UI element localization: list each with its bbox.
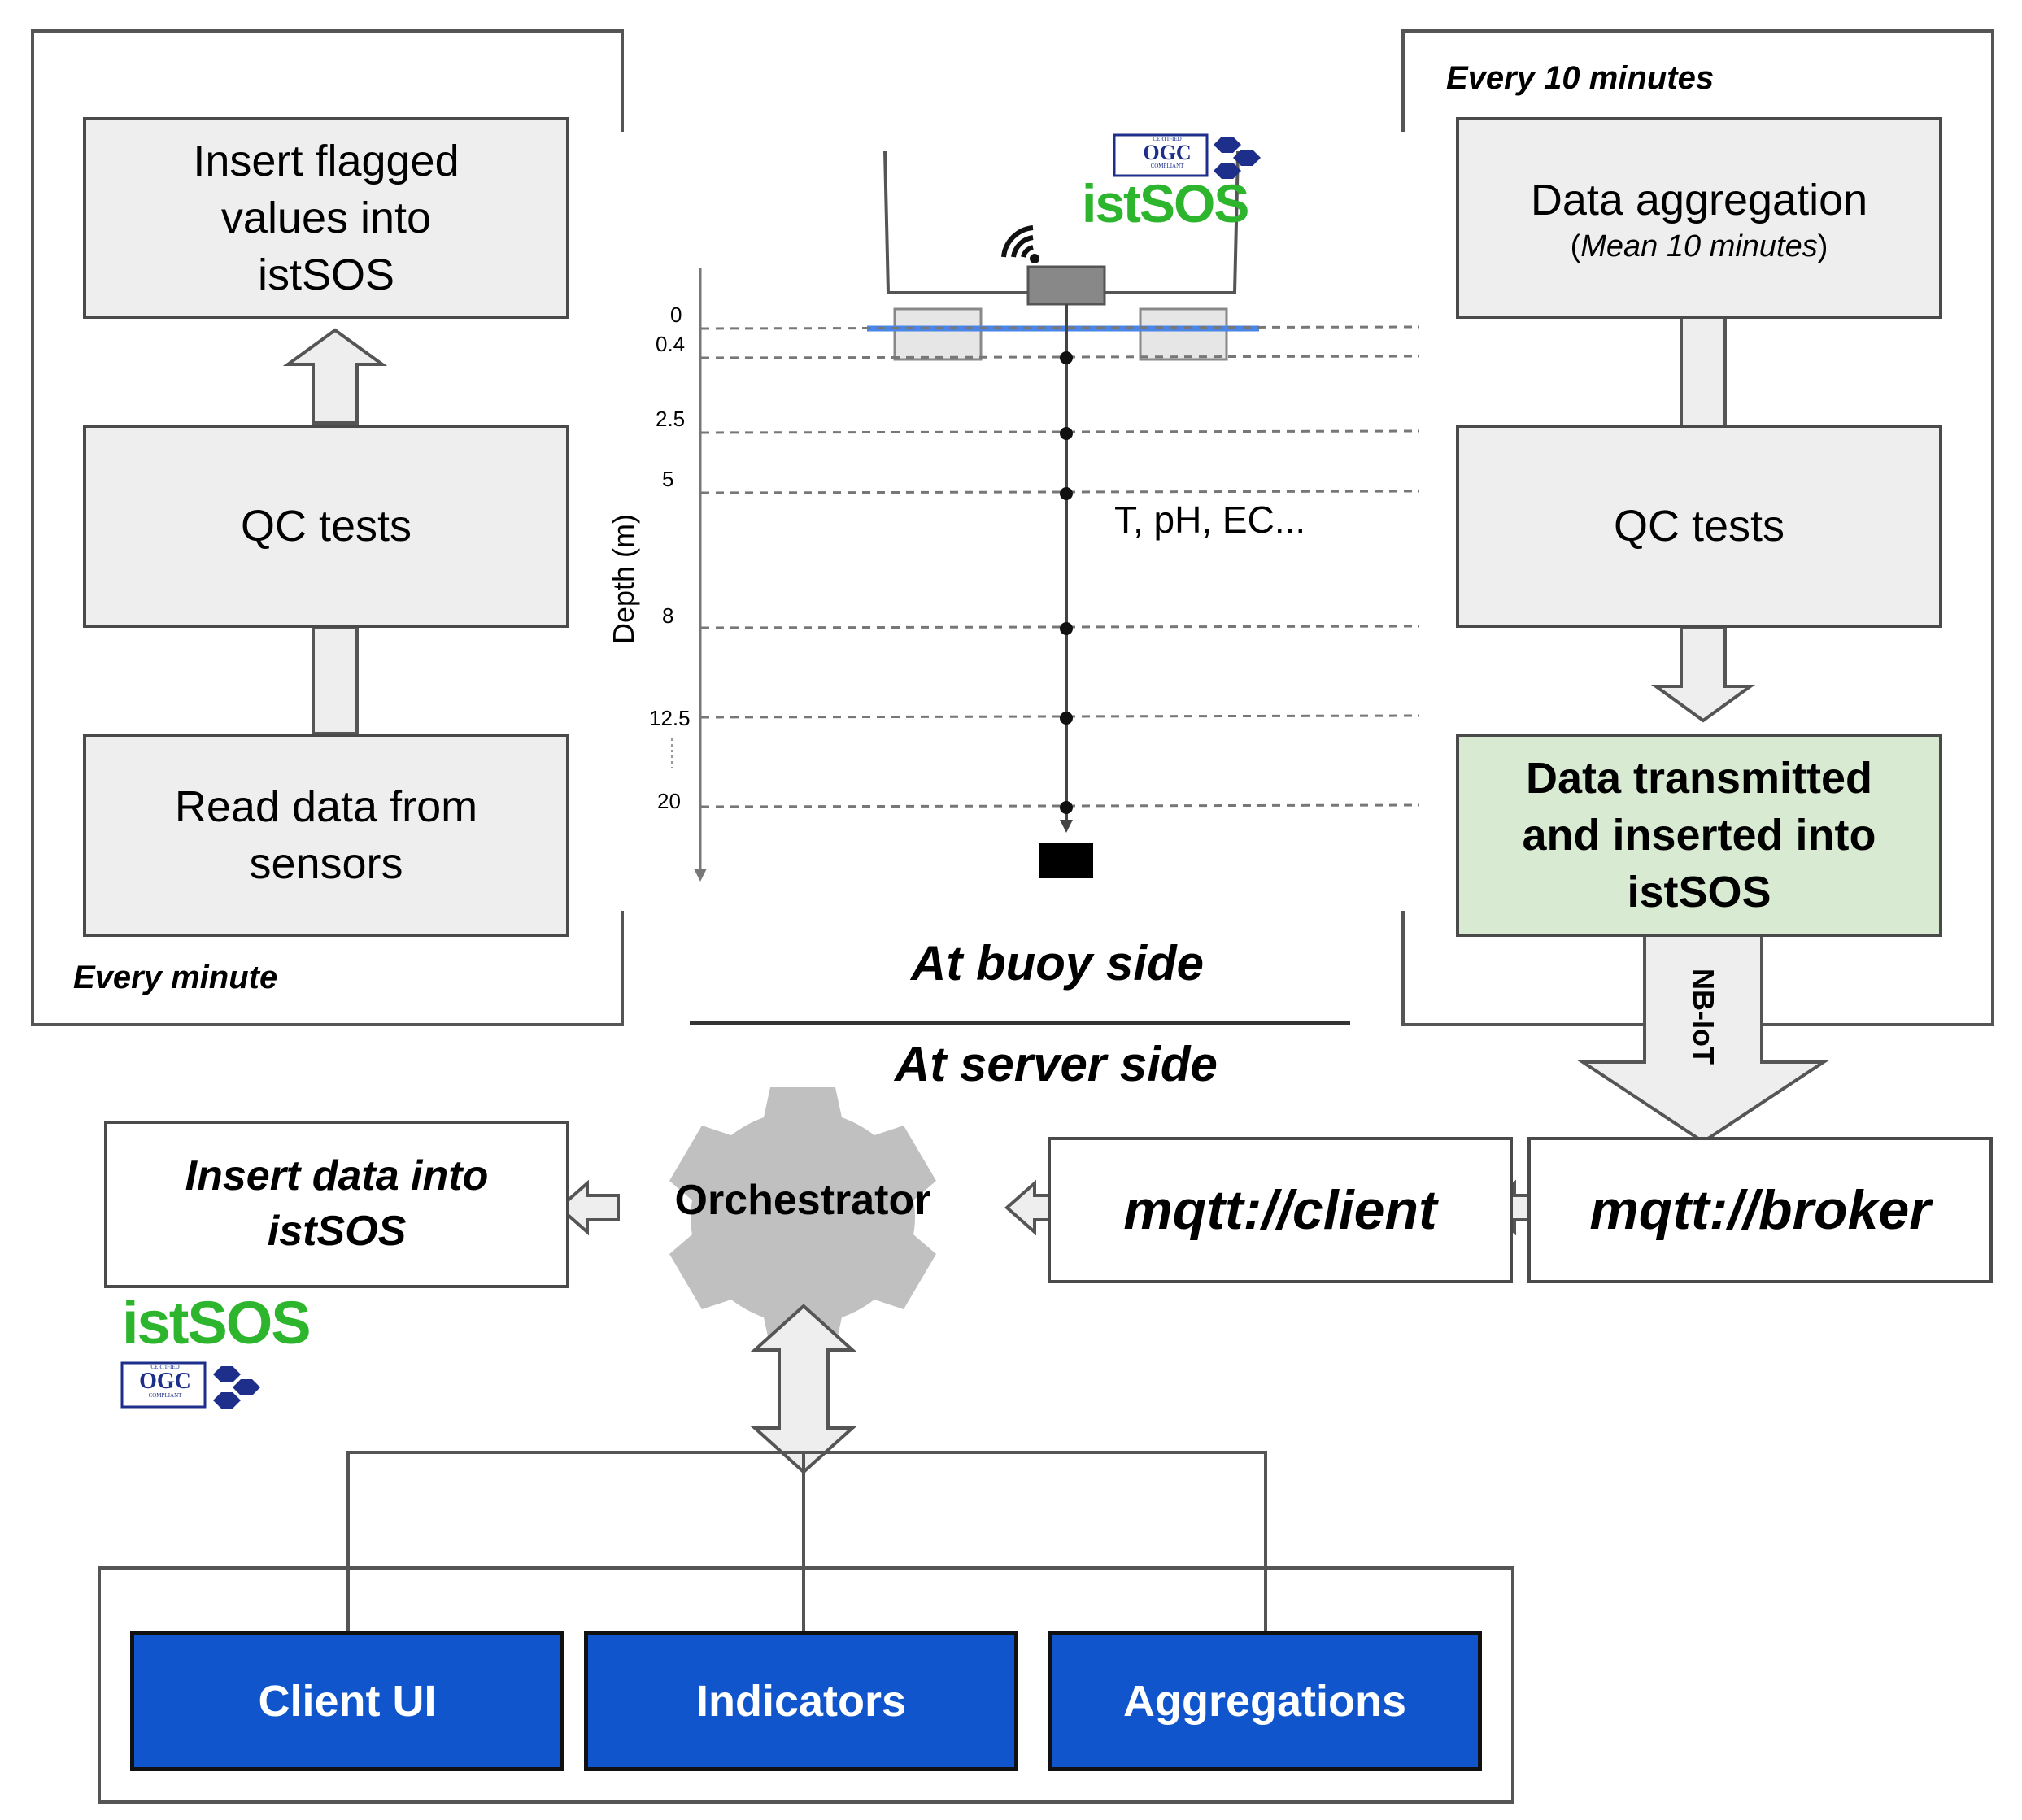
- qc-tests-right-box: QC tests: [1456, 425, 1942, 628]
- depth-tick-12-5: 12.5: [649, 706, 691, 730]
- module-client-ui: Client UI: [130, 1631, 564, 1771]
- gear-icon: [669, 1087, 936, 1348]
- ogc-logo-top: [1113, 133, 1261, 179]
- depth-tick-0-4: 0.4: [656, 332, 686, 356]
- depth-tick-8: 8: [662, 603, 674, 628]
- buoy-drawing: [671, 150, 1420, 882]
- connector-right: [1680, 316, 1727, 428]
- orchestrator-label: Orchestrator: [674, 1177, 931, 1224]
- ogc-logo-bottom: [120, 1361, 260, 1409]
- depth-axis-label: Depth (m): [607, 513, 640, 645]
- insert-flagged-box: Insert flagged values into istSOS: [83, 117, 569, 319]
- data-transmitted-label: Data transmitted and inserted into istSO…: [1522, 753, 1876, 917]
- qc-tests-left-box: QC tests: [83, 425, 569, 628]
- depth-tick-2-5: 2.5: [656, 407, 686, 431]
- nbiot-label: NB-IoT: [1687, 969, 1720, 1065]
- qc-tests-right-label: QC tests: [1613, 501, 1785, 551]
- insert-istsos-box: Insert data into istSOS: [104, 1121, 569, 1288]
- mqtt-client-box: mqtt://client: [1048, 1137, 1513, 1283]
- ogc-bottom-text: CERTIFIED OGC COMPLIANT: [124, 1365, 207, 1399]
- ogc-bottom-compliant: COMPLIANT: [148, 1392, 182, 1399]
- data-aggregation-box: Data aggregation (Mean 10 minutes): [1456, 117, 1942, 319]
- depth-tick-5: 5: [662, 467, 674, 491]
- module-indicators-label: Indicators: [695, 1677, 907, 1726]
- module-aggregations-label: Aggregations: [1122, 1677, 1407, 1726]
- arrow-orch-to-insert: [556, 1179, 620, 1236]
- ogc-top-compliant: COMPLIANT: [1150, 163, 1184, 169]
- module-client-ui-label: Client UI: [258, 1677, 437, 1726]
- server-side-label: At server side: [895, 1037, 1218, 1091]
- ogc-top-name: OGC: [1143, 141, 1192, 164]
- ogc-bottom-name: OGC: [139, 1369, 191, 1394]
- insert-flagged-label: Insert flagged values into istSOS: [193, 136, 460, 300]
- buoy-side-label: At buoy side: [911, 936, 1205, 991]
- ogc-top-certified: CERTIFIED: [1153, 136, 1182, 142]
- read-sensors-label: Read data from sensors: [174, 782, 478, 888]
- data-aggregation-title: Data aggregation: [1530, 176, 1868, 225]
- data-transmitted-box: Data transmitted and inserted into istSO…: [1456, 734, 1942, 937]
- qc-tests-left-label: QC tests: [240, 501, 412, 551]
- wifi-icon: [1001, 225, 1039, 263]
- ogc-bottom-certified: CERTIFIED: [150, 1364, 180, 1370]
- read-sensors-box: Read data from sensors: [83, 734, 569, 937]
- module-indicators: Indicators: [584, 1631, 1018, 1771]
- every-10-minutes-label: Every 10 minutes: [1446, 60, 1715, 96]
- connector-left: [312, 626, 359, 735]
- parameters-label: T, pH, EC...: [1114, 499, 1306, 541]
- istsos-logo-top: istSOS: [1082, 173, 1249, 233]
- depth-tick-0: 0: [670, 303, 682, 327]
- modules-frame: [98, 1566, 1514, 1804]
- left-frame: [31, 29, 624, 1026]
- module-aggregations: Aggregations: [1048, 1631, 1482, 1771]
- istsos-logo-bottom: istSOS: [122, 1289, 312, 1356]
- mqtt-broker-label: mqtt://broker: [1589, 1179, 1931, 1241]
- every-minute-label: Every minute: [73, 960, 278, 995]
- data-aggregation-sub: (Mean 10 minutes): [1570, 229, 1828, 263]
- right-frame: [1401, 29, 1994, 1026]
- depth-tick-20: 20: [657, 789, 681, 813]
- mqtt-broker-box: mqtt://broker: [1527, 1137, 1993, 1283]
- arrow-down-right: [1650, 626, 1756, 723]
- ogc-top-text: CERTIFIED OGC COMPLIANT: [1121, 137, 1214, 169]
- data-aggregation-sub-text: Mean 10 minutes: [1580, 229, 1818, 263]
- arrow-up-left: [282, 328, 388, 425]
- mqtt-client-label: mqtt://client: [1123, 1179, 1437, 1241]
- insert-istsos-label: Insert data into istSOS: [185, 1152, 489, 1255]
- tree-connector: [346, 1451, 1267, 1631]
- nbiot-arrow: [1577, 919, 1829, 1144]
